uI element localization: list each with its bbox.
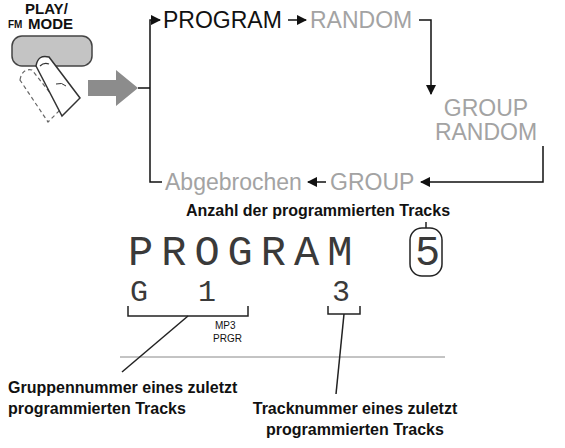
finger [36,56,80,116]
display-digit: 5 [415,230,440,278]
mode-step: GROUP RANDOM [421,96,551,144]
callout-text: Tracknummer eines zuletzt programmierten… [225,398,485,440]
flow-arrow [150,20,162,182]
leader-line [425,222,427,228]
display-digit: 3 [332,276,350,310]
button-label: FM [8,19,22,31]
display-digit: 5 [415,230,440,278]
button-label: PLAY/ [25,0,68,17]
press-arrow [88,70,138,106]
callout-text: Anzahl der programmierten Tracks [148,202,488,220]
display-indicator: MP3 [215,320,236,332]
display-text: G [130,276,148,311]
knuckle [56,83,66,86]
display-digit: 1 [198,276,216,310]
flow-arrow [308,181,326,183]
callout-text: Tracknummer eines zuletzt programmierten… [253,400,458,438]
button-label: MODE [28,15,73,32]
display-baseline [120,357,445,358]
callout-text: Gruppennummer eines zuletzt programmiert… [8,379,237,417]
mode-step: RANDOM [310,8,415,32]
mode-step: GROUP [330,170,417,194]
leader-line [336,314,344,394]
button-label: PLAY/ [25,0,68,17]
fingernail [40,63,49,66]
mode-name: GROUP [330,170,417,194]
mode-name: Abgebrochen [165,170,304,194]
display-text: G [130,276,148,310]
display-digit: 3 [332,276,350,311]
mode-step: Abgebrochen [165,170,304,194]
mode-name: GROUP RANDOM [421,96,551,144]
display-digit: 1 [198,276,216,311]
flow-arrow [419,20,431,94]
button-label: MODE [28,15,73,32]
mode-name: PROGRAM [163,8,284,32]
button-label: FM [8,19,22,30]
flow-arrow [421,146,543,182]
display-text: PROGRAM [128,230,360,278]
display-indicator: PRGR [213,333,242,344]
leader-line [122,316,188,372]
mode-name: RANDOM [310,8,415,32]
display-indicator: PRGR [213,333,242,345]
callout-text: Gruppennummer eines zuletzt programmiert… [8,377,238,419]
display-text: PROGRAM [128,230,360,278]
mode-step: PROGRAM [163,8,284,32]
flow-arrow [288,19,306,21]
display-indicator: MP3 [215,320,236,331]
feed-line [138,87,150,89]
callout-text: Anzahl der programmierten Tracks [186,202,450,219]
